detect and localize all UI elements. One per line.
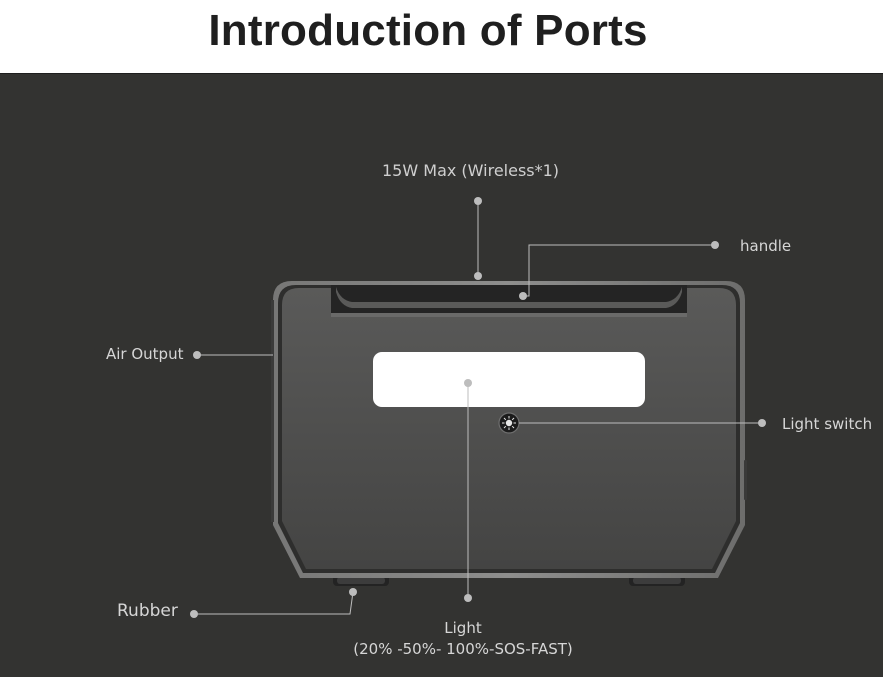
light-modes: (20% -50%- 100%-SOS-FAST)	[353, 640, 573, 658]
wireless-dot-bottom	[474, 272, 482, 280]
power-station-body	[271, 281, 747, 578]
handle-dot-start	[519, 292, 527, 300]
callout-handle-label: handle	[740, 237, 792, 255]
callout-air-output-label: Air Output	[106, 345, 184, 363]
handle-dot-end	[711, 241, 719, 249]
callout-light-label: Light (20% -50%- 100%-SOS-FAST)	[351, 618, 575, 660]
light-panel	[373, 352, 645, 407]
handle	[331, 285, 687, 316]
air-output-dot	[193, 351, 201, 359]
page-title: Introduction of Ports	[208, 6, 648, 55]
callout-light-switch-label: Light switch	[782, 415, 873, 433]
callout-dots	[190, 197, 766, 618]
callout-wireless-label: 15W Max (Wireless*1)	[382, 161, 560, 180]
header-bar: Introduction of Ports	[0, 0, 883, 74]
light-switch-dot	[758, 419, 766, 427]
rubber-leader	[194, 591, 354, 615]
callout-rubber-label: Rubber	[117, 601, 178, 621]
light-title: Light	[444, 619, 482, 637]
light-dot-bottom	[464, 594, 472, 602]
wireless-dot-top	[474, 197, 482, 205]
rubber-dot-start	[190, 610, 198, 618]
light-dot-top	[464, 379, 472, 387]
rubber-dot-end	[349, 588, 357, 596]
air-output-vent	[271, 300, 274, 522]
